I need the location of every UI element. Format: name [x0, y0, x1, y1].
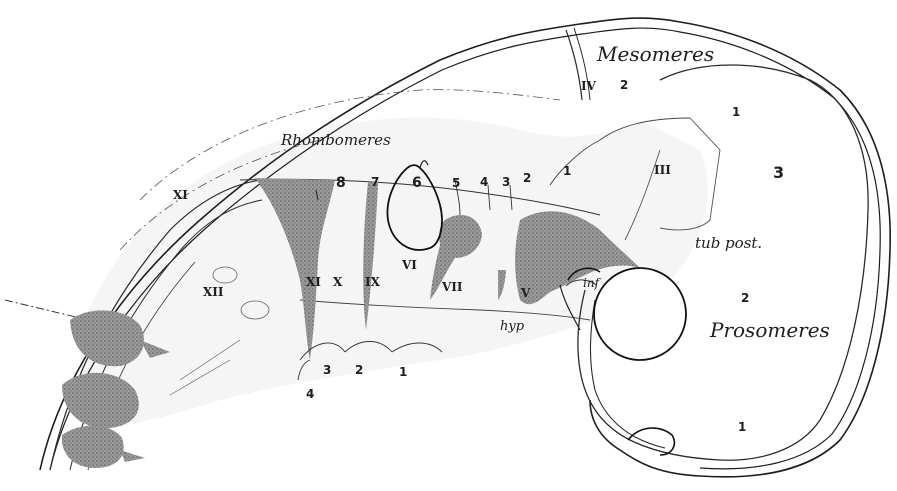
cranial-nerve-label: XII: [203, 286, 224, 298]
background-shading: [80, 118, 708, 430]
cranial-nerve-label: VII: [442, 281, 463, 293]
gland-shading-3: [62, 426, 124, 468]
rhombomeres-label: Rhombomeres: [281, 133, 391, 148]
cranial-nerve-label: X: [333, 276, 342, 288]
cranial-nerve-label: XI: [173, 189, 188, 201]
rhombomere-number: 4: [480, 176, 488, 188]
rhombomere-number: 1: [563, 165, 571, 177]
prosomere-number: 1: [738, 421, 746, 433]
inf-label: inf: [583, 277, 599, 289]
rhombomere-number: 6: [412, 176, 422, 190]
arch-number: 1: [399, 366, 407, 378]
cranial-nerve-label: IX: [365, 276, 380, 288]
arch-number: 4: [306, 388, 314, 400]
cranial-nerve-label: XI: [306, 276, 321, 288]
rhombomere-number: 7: [371, 176, 379, 188]
mesomeres-label: Mesomeres: [597, 44, 714, 64]
rhombomere-number: 3: [502, 176, 510, 188]
prosomeres-label: Prosomeres: [710, 320, 830, 340]
cranial-nerve-label: IV: [581, 80, 596, 92]
cranial-nerve-label: III: [654, 164, 671, 176]
arch-number: 2: [355, 364, 363, 376]
rhombomere-number: 2: [523, 172, 531, 184]
mesomere-number: 3: [773, 165, 784, 181]
cranial-nerve-label: VI: [402, 259, 417, 271]
mesomere-number: 1: [732, 106, 740, 118]
rhombomere-number: 5: [452, 177, 460, 189]
tub-post-label: tub post.: [695, 236, 762, 251]
arch-number: 3: [323, 364, 331, 376]
mesomere-number: 2: [620, 79, 628, 91]
prosomere-number: 2: [741, 292, 749, 304]
cranial-nerve-label: V: [521, 287, 530, 299]
hyp-label: hyp: [500, 320, 524, 333]
rhombomere-number: 8: [336, 176, 346, 190]
optic-vesicle: [594, 268, 686, 360]
